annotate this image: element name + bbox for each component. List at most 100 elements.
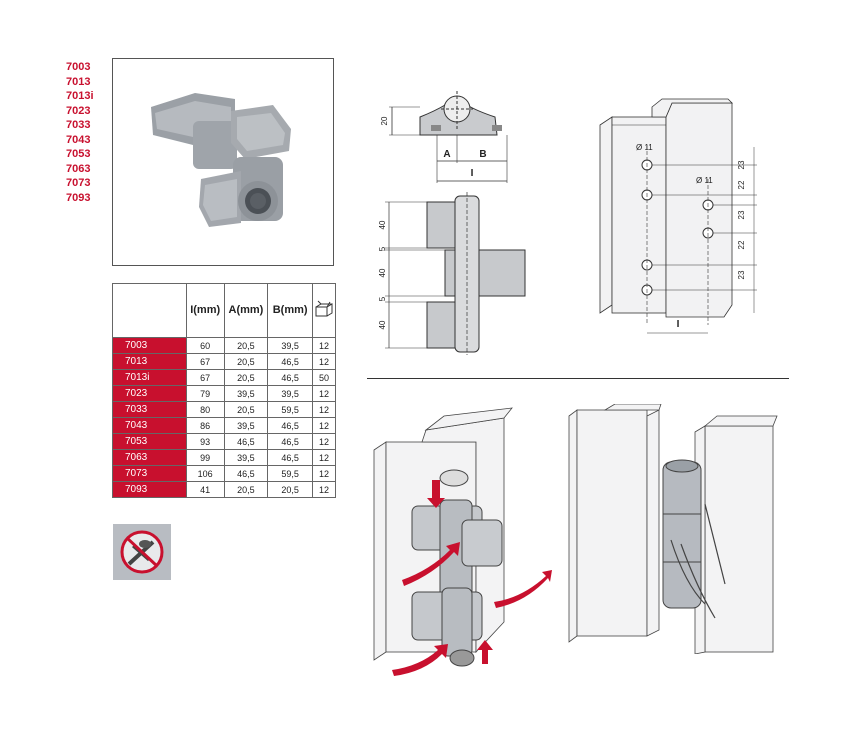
table-cell: 50 (312, 369, 336, 386)
hinge-installed-illustration (568, 404, 778, 654)
table-cell: 39,5 (267, 337, 313, 354)
series-code-list: 7003 7013 7013i 7023 7033 7043 7053 7063 7073 709… (66, 60, 94, 205)
table-cell-code: 7033 (112, 401, 187, 418)
table-cell-code: 7073 (112, 465, 187, 482)
table-cell: 46,5 (267, 369, 313, 386)
table-cell: 12 (312, 401, 336, 418)
table-cell: 46,5 (267, 353, 313, 370)
table-cell: 12 (312, 449, 336, 466)
table-cell: 41 (185, 481, 225, 498)
dim-side-4: 40 (378, 320, 387, 329)
series-code-item: 7063 (66, 162, 91, 175)
table-cell-code: 7023 (112, 385, 187, 402)
table-cell: 20,5 (223, 401, 269, 418)
table-cell: 46,5 (267, 449, 313, 466)
table-cell-code: 7053 (112, 433, 187, 450)
table-cell: 12 (312, 337, 336, 354)
hinge-top-view-drawing: 20 A B I (380, 91, 508, 183)
dim-profile-3: 22 (737, 240, 746, 249)
table-cell: 93 (185, 433, 225, 450)
series-code-item: 7073 (66, 177, 91, 189)
dim-side-2: 40 (378, 268, 387, 277)
table-cell: 60 (185, 337, 225, 354)
dim-height-label: 20 (380, 116, 389, 125)
table-header-a: A(mm) (223, 283, 269, 338)
table-cell: 39,5 (223, 449, 269, 466)
table-cell-code: 7093 (112, 481, 187, 498)
hole-diameter-left: Ø 11 (636, 143, 653, 152)
table-cell: 12 (312, 417, 336, 434)
table-cell: 59,5 (267, 465, 313, 482)
series-code-item: 7093 (66, 191, 91, 204)
table-header-i: I(mm) (185, 283, 225, 338)
table-cell: 39,5 (267, 385, 313, 402)
hole-diameter-right: Ø 11 (696, 176, 713, 185)
table-cell: 12 (312, 481, 336, 498)
table-cell-code: 7003 (112, 337, 187, 354)
series-code-item: 7043 (66, 133, 91, 146)
table-cell-code: 7043 (112, 417, 187, 434)
table-cell: 79 (185, 385, 225, 402)
table-cell-code: 7013i (112, 369, 187, 386)
table-cell: 67 (185, 369, 225, 386)
table-cell: 46,5 (267, 433, 313, 450)
table-cell: 106 (185, 465, 225, 482)
dim-profile-i-label: I (677, 319, 680, 330)
table-cell: 20,5 (223, 353, 269, 370)
table-cell: 12 (312, 465, 336, 482)
table-cell-code: 7063 (112, 449, 187, 466)
dim-b-label: B (479, 149, 486, 160)
table-header-box (312, 283, 336, 338)
table-cell: 20,5 (223, 481, 269, 498)
dim-profile-1: 22 (737, 180, 746, 189)
dim-profile-2: 23 (737, 210, 746, 219)
table-cell: 12 (312, 433, 336, 450)
table-cell: 80 (185, 401, 225, 418)
table-cell: 46,5 (223, 465, 269, 482)
series-code-item: 7003 (66, 61, 91, 73)
series-code-item: 7053 (66, 148, 91, 160)
series-code-item: 7013i (66, 90, 94, 102)
table-cell: 12 (312, 385, 336, 402)
hinge-product-image (151, 93, 291, 227)
table-cell: 39,5 (223, 417, 269, 434)
table-cell: 39,5 (223, 385, 269, 402)
table-cell: 20,5 (267, 481, 313, 498)
hinge-assembly-illustration (373, 407, 552, 676)
table-cell: 86 (185, 417, 225, 434)
dim-profile-4: 23 (737, 270, 746, 279)
table-header-code (112, 283, 187, 338)
table-header-b: B(mm) (267, 283, 313, 338)
hinge-side-view-drawing: 40 5 40 5 40 (378, 192, 526, 355)
dim-a-label: A (443, 149, 450, 160)
table-cell: 99 (185, 449, 225, 466)
table-cell: 20,5 (223, 337, 269, 354)
dim-i-label: I (471, 168, 474, 179)
table-cell: 67 (185, 353, 225, 370)
dim-profile-0: 23 (737, 160, 746, 169)
table-cell: 59,5 (267, 401, 313, 418)
product-image-frame (112, 58, 334, 266)
series-code-item: 7033 (66, 119, 91, 131)
series-code-item: 7013 (66, 75, 91, 88)
no-tool-required-icon (113, 524, 171, 580)
table-cell: 20,5 (223, 369, 269, 386)
table-header-row: I(mm) A(mm) B(mm) (112, 283, 336, 338)
table-cell: 46,5 (223, 433, 269, 450)
box-icon (315, 300, 333, 316)
table-cell: 12 (312, 353, 336, 370)
profile-drilling-drawing: Ø 11 Ø 11 23 22 23 22 23 I (599, 98, 757, 334)
series-code-item: 7023 (66, 104, 91, 117)
table-cell: 46,5 (267, 417, 313, 434)
